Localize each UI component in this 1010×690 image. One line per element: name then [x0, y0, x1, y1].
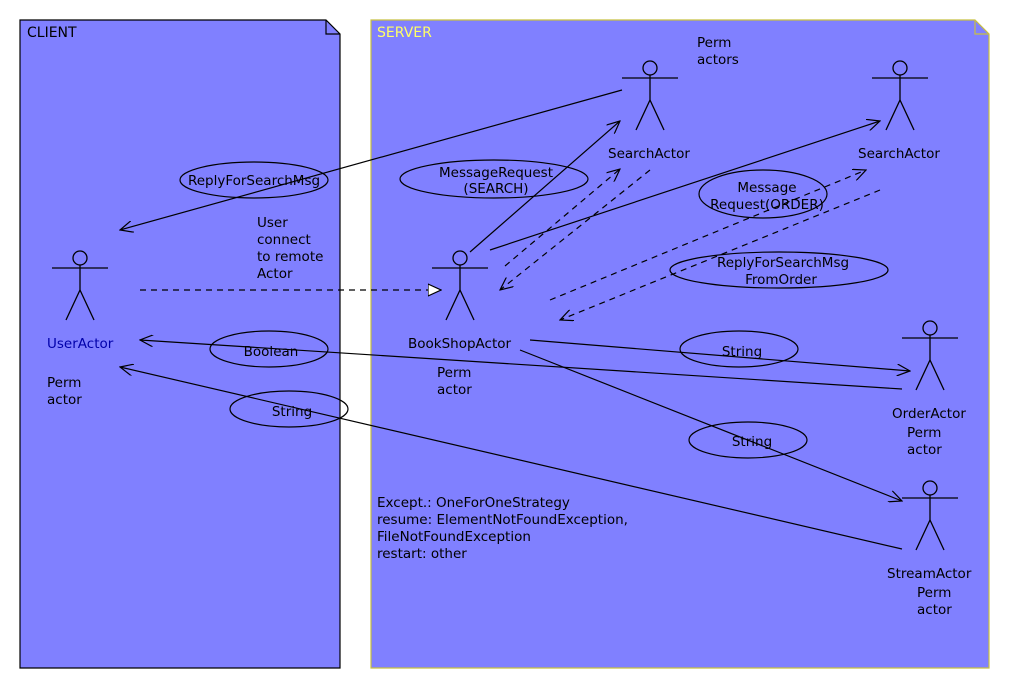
search-actor-1-name: SearchActor — [608, 146, 690, 162]
client-package-title: CLIENT — [27, 25, 77, 41]
order-actor-figure — [902, 320, 958, 391]
connect-label-2: connect — [257, 232, 311, 248]
label-msg-search-2: (SEARCH) — [463, 181, 528, 197]
bookshop-actor: BookShopActor Perm actor — [408, 250, 512, 398]
order-actor: OrderActor Perm actor — [892, 320, 966, 458]
bookshop-actor-note-1: Perm — [437, 365, 471, 381]
label-string-client: String — [272, 404, 312, 420]
edge-bookshop-search2 — [489, 121, 880, 251]
search-actor-2-figure — [872, 60, 928, 131]
connect-label-4: Actor — [257, 266, 293, 282]
search-actor-2: SearchActor — [858, 60, 940, 162]
stream-actor-note-1: Perm — [917, 585, 951, 601]
user-actor-note-2: actor — [47, 392, 82, 408]
user-actor-figure — [52, 250, 108, 321]
oval-reply-order — [669, 251, 889, 289]
label-msg-order-2: Request(ORDER) — [710, 197, 824, 213]
oval-msg-search — [399, 159, 589, 199]
stream-actor: StreamActor Perm actor — [887, 480, 972, 618]
stream-actor-name: StreamActor — [887, 566, 972, 582]
label-string-order: String — [722, 344, 762, 360]
order-actor-note-2: actor — [907, 442, 942, 458]
edge-bookshop-search1 — [469, 121, 620, 253]
message-ovals: ReplyForSearchMsg MessageRequest (SEARCH… — [179, 159, 889, 459]
server-package-title: SERVER — [377, 25, 432, 41]
search-actor-2-name: SearchActor — [858, 146, 940, 162]
connect-label-1: User — [257, 215, 288, 231]
user-actor: UserActor Perm actor — [47, 250, 114, 408]
oval-string-order — [679, 330, 799, 368]
stream-actor-figure — [902, 480, 958, 551]
supervision-note-1: Except.: OneForOneStrategy — [377, 495, 570, 511]
bookshop-actor-name: BookShopActor — [408, 336, 512, 352]
supervision-note-2: resume: ElementNotFoundException, — [377, 512, 628, 528]
label-msg-search-1: MessageRequest — [439, 165, 553, 181]
server-package: SERVER — [370, 19, 990, 669]
stream-actor-note-2: actor — [917, 602, 952, 618]
oval-boolean — [209, 330, 329, 368]
connect-label-3: to remote — [257, 249, 323, 265]
search-actor-1-figure — [622, 60, 678, 131]
order-actor-note-1: Perm — [907, 425, 941, 441]
oval-reply-search — [179, 161, 329, 199]
supervision-note-4: restart: other — [377, 546, 467, 562]
edge-order-user — [140, 340, 903, 390]
edge-search2-dash-down — [560, 189, 881, 320]
edge-bookshop-order — [529, 339, 910, 371]
connect-label: User connect to remote Actor — [257, 215, 323, 282]
bookshop-actor-figure — [432, 250, 488, 321]
oval-msg-order — [698, 169, 828, 219]
edge-stream-user — [120, 367, 903, 550]
label-reply-search: ReplyForSearchMsg — [188, 173, 320, 189]
label-boolean: Boolean — [244, 344, 299, 360]
supervision-note-3: FileNotFoundException — [377, 529, 531, 545]
search-actor-1: SearchActor Perm actors — [608, 35, 739, 162]
search-actors-note-1: Perm — [697, 35, 731, 51]
user-actor-name: UserActor — [47, 336, 114, 352]
supervision-note: Except.: OneForOneStrategy resume: Eleme… — [377, 495, 628, 562]
label-string-stream: String — [732, 434, 772, 450]
user-actor-note-1: Perm — [47, 375, 81, 391]
oval-string-stream — [688, 421, 808, 459]
order-actor-name: OrderActor — [892, 406, 966, 422]
edge-search2-dash-up — [549, 170, 866, 301]
label-msg-order-1: Message — [737, 180, 796, 196]
edge-reply-search — [120, 89, 623, 230]
oval-string-client — [229, 390, 349, 428]
search-actors-note-2: actors — [697, 52, 739, 68]
edge-search1-dash-up — [504, 169, 620, 267]
label-reply-order-2: FromOrder — [745, 272, 817, 288]
label-reply-order-1: ReplyForSearchMsg — [717, 255, 849, 271]
bookshop-actor-note-2: actor — [437, 382, 472, 398]
client-package: CLIENT — [19, 19, 341, 669]
